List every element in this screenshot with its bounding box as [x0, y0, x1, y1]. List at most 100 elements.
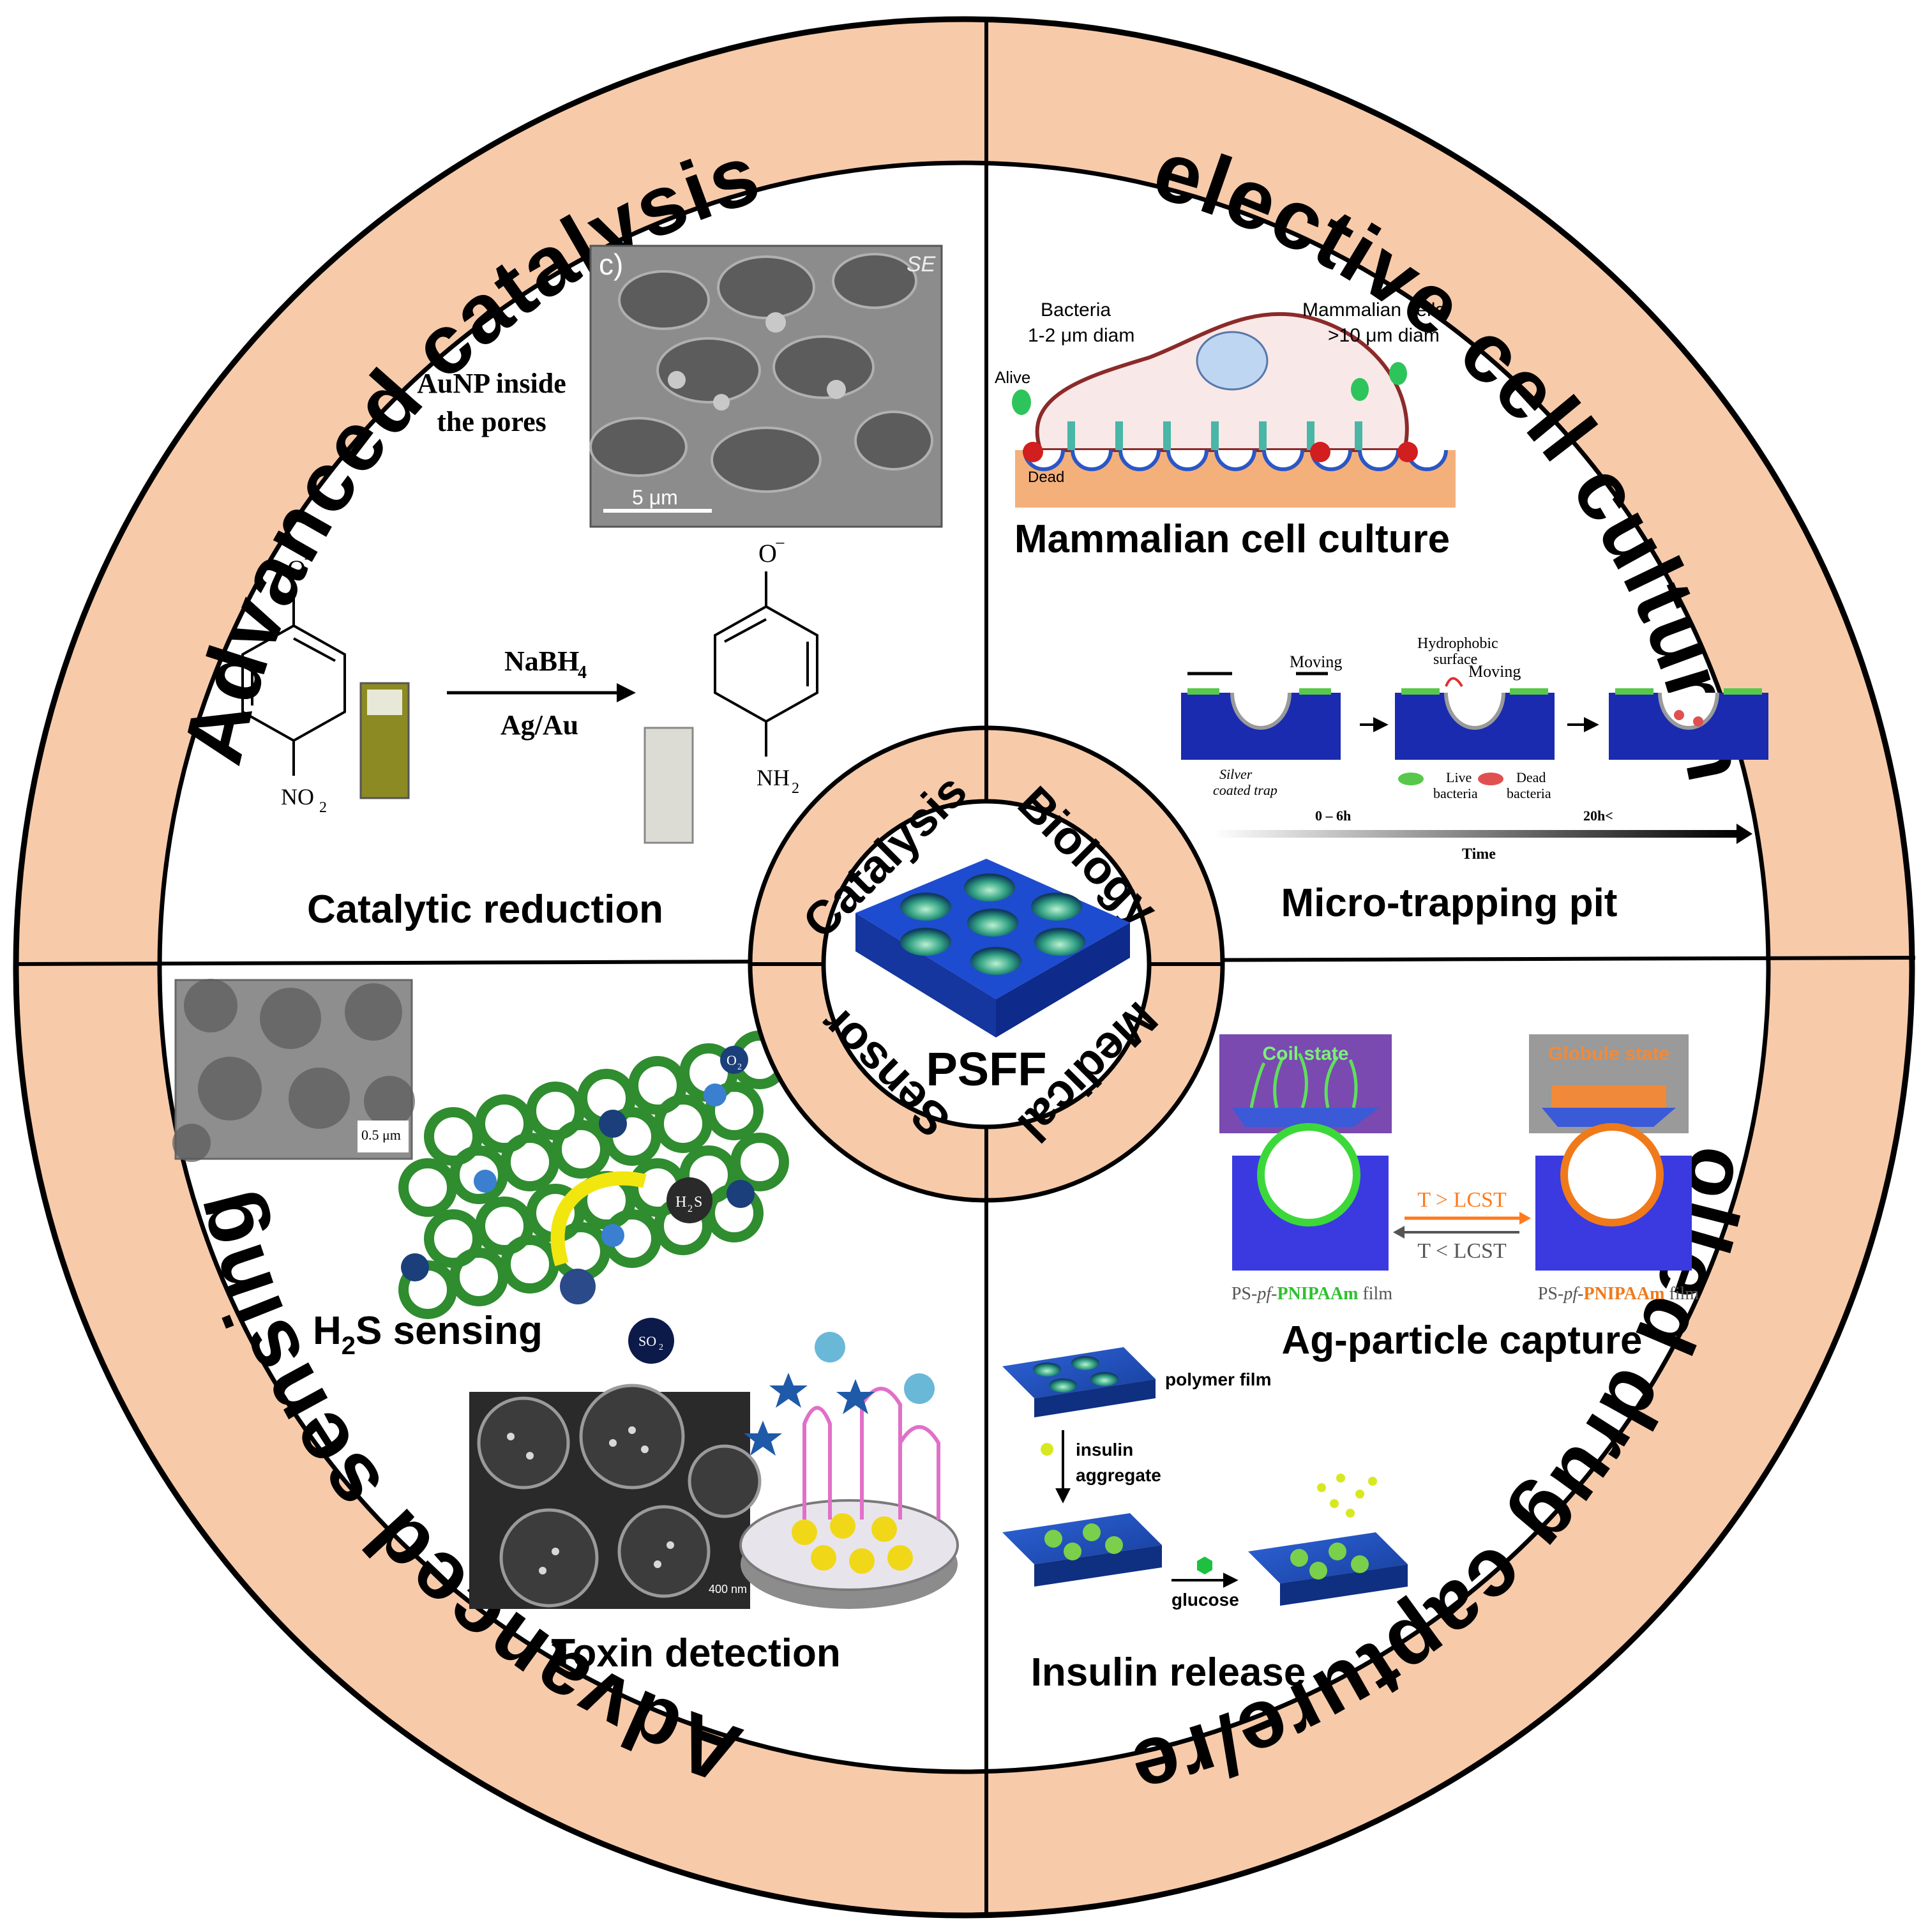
- caption-toxin-detection: Toxin detection: [551, 1631, 841, 1675]
- sensor-chip-top: [739, 1499, 959, 1591]
- trap-stage-3: [1609, 688, 1768, 760]
- forward-arrow-head: [1519, 1212, 1531, 1225]
- globule-pit: [1560, 1123, 1664, 1226]
- nitro-subscript: 2: [319, 799, 327, 816]
- nitrophenolate-molecule: [241, 587, 346, 776]
- insulin-panel: polymer film insulin aggregate glucose I…: [1002, 1347, 1408, 1694]
- sem-scale-box: [358, 1121, 409, 1152]
- film-pits: [1033, 1356, 1118, 1392]
- time-gradient-bar: [1213, 830, 1736, 838]
- psff-left: [855, 913, 996, 1038]
- forward-label: T > LCST: [1417, 1188, 1507, 1212]
- coil-chains: [1249, 1052, 1358, 1108]
- silver-label-1: Silver: [1219, 766, 1253, 782]
- bacteria-label-1: Bacteria: [1041, 299, 1111, 321]
- released-aggregates: [1290, 1543, 1369, 1580]
- charge-right: −: [775, 534, 785, 554]
- h2o-molecule: [560, 1269, 596, 1304]
- insulin-dot: [1041, 1443, 1053, 1456]
- micro-trapping-panel: Moving Silver coated trap Hydrophobic su…: [1181, 635, 1768, 925]
- dead-bacterium-legend: [1478, 773, 1503, 785]
- o-minus-2: [601, 1224, 624, 1247]
- caption-h2s-sensing: H2S sensing: [313, 1309, 543, 1360]
- h2s-molecule: [667, 1177, 712, 1223]
- charge-left: −: [304, 550, 314, 570]
- moving-label-2: Moving: [1468, 662, 1521, 681]
- backward-arrow-head: [1393, 1226, 1405, 1239]
- psff-right: [996, 923, 1130, 1038]
- toxin-beads: [507, 1426, 674, 1574]
- globule-state-film: [1542, 1108, 1676, 1127]
- dead-bacterium-1: [1023, 442, 1043, 462]
- so2-molecule: [628, 1318, 674, 1364]
- reaction-swirl: [550, 1171, 647, 1267]
- alive-bacterium-1: [1012, 389, 1031, 415]
- trap-stage-2: [1395, 677, 1555, 760]
- blue-bead-2: [904, 1373, 935, 1404]
- insulin-label-1: insulin: [1076, 1440, 1133, 1460]
- dead-label-2: bacteria: [1507, 785, 1551, 801]
- o2-molecule-3: [727, 1180, 755, 1208]
- globule-layer: [1551, 1085, 1666, 1108]
- dead-label-1: Dead: [1516, 769, 1546, 785]
- released-film-top: [1248, 1532, 1408, 1583]
- bacteria-label-2: 1-2 μm diam: [1028, 325, 1134, 346]
- sem-mode-label: SE: [907, 252, 936, 276]
- toxin-pores: [477, 1384, 762, 1608]
- coil-state-film: [1232, 1108, 1379, 1127]
- micro-wells: [1023, 449, 1448, 471]
- aunp-label-line2: the pores: [437, 406, 546, 437]
- coil-pit: [1257, 1123, 1360, 1226]
- cell-anchors: [1067, 421, 1362, 450]
- alive-label: Alive: [995, 368, 1030, 387]
- psff-film-block: [855, 859, 1130, 1038]
- released-film-side: [1280, 1564, 1408, 1606]
- mammal-label-1: Mammalian cells: [1302, 299, 1445, 321]
- loaded-aggregates: [1044, 1523, 1123, 1560]
- cell-culture-panel: Bacteria 1-2 μm diam Mammalian cells >10…: [995, 299, 1456, 561]
- alive-bacterium-3: [1389, 362, 1407, 385]
- sem-panel-label: c): [599, 248, 623, 281]
- sem-spheres: [172, 979, 415, 1162]
- blue-bead-1: [815, 1332, 845, 1362]
- so2-label: SO: [638, 1333, 656, 1349]
- amine-subscript: 2: [792, 780, 799, 797]
- silver-label-2: coated trap: [1213, 782, 1277, 798]
- reagent-nabh4: NaBH: [504, 645, 579, 677]
- clear-vial: [644, 727, 694, 844]
- dead-bacterium-2: [1310, 442, 1330, 462]
- oxygen-left: O: [287, 555, 306, 584]
- psff-label: PSFF: [926, 1043, 1046, 1096]
- so2-sub: 2: [659, 1343, 663, 1352]
- sem-particles: [668, 312, 846, 411]
- sem-pores: [589, 253, 933, 493]
- o2-molecule-2: [599, 1110, 627, 1138]
- moving-label-1: Moving: [1290, 653, 1342, 671]
- o-minus-1: [474, 1170, 497, 1193]
- catalysis-panel: c) SE 5 μm AuNP inside the pores O − NO …: [241, 245, 943, 932]
- time-start-label: 0 – 6h: [1315, 808, 1351, 824]
- live-label-1: Live: [1446, 769, 1472, 785]
- o2-molecule-4: [401, 1253, 429, 1281]
- h2s-s: S: [694, 1194, 702, 1211]
- backward-label: T < LCST: [1417, 1239, 1507, 1263]
- reagent-nabh4-sub: 4: [578, 663, 587, 683]
- hydrophobic-label-1: Hydrophobic: [1417, 635, 1498, 652]
- cell-nucleus: [1196, 331, 1269, 391]
- o2-molecule-1: [720, 1046, 748, 1074]
- reagent-catalyst: Ag/Au: [501, 709, 578, 741]
- insulin-label-2: aggregate: [1076, 1465, 1161, 1485]
- psff-pores: [900, 873, 1085, 975]
- alive-bacterium-2: [1351, 378, 1369, 401]
- o2-label: O: [727, 1052, 737, 1068]
- ag-capture-panel: Coil state Globule state T > LCST T < LC…: [1219, 1034, 1699, 1362]
- trap-stage-1: [1181, 688, 1341, 760]
- mammal-label-2: >10 μm diam: [1328, 325, 1440, 346]
- polymer-film-side: [1034, 1379, 1156, 1417]
- h2s-sub: 2: [688, 1204, 693, 1214]
- loaded-film-side: [1034, 1545, 1162, 1587]
- nitro-group: NO: [281, 784, 314, 810]
- dead-bacterium-3: [1397, 442, 1418, 462]
- coil-state-label: Coil state: [1262, 1043, 1348, 1064]
- time-end-label: 20h<: [1583, 808, 1613, 824]
